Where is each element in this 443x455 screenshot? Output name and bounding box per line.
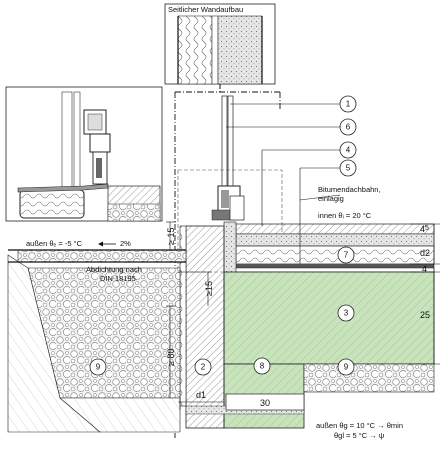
dim-thirty: 30 bbox=[260, 398, 270, 408]
inside-temp-label: innen θᵢ = 20 °C bbox=[318, 211, 372, 220]
window-inset bbox=[5, 86, 163, 222]
window-frame bbox=[211, 95, 245, 221]
callout-2: 2 bbox=[194, 358, 212, 376]
callout-7: 7 bbox=[337, 246, 355, 264]
right-dimensions bbox=[410, 223, 440, 365]
bitumen-label: Bitumendachbahn, bbox=[318, 185, 381, 194]
callout-9-right: 9 bbox=[337, 358, 355, 376]
dim-d2: d2 bbox=[420, 248, 430, 258]
seal-label-2: DIN 18195 bbox=[100, 274, 136, 283]
edge-strip bbox=[223, 221, 237, 275]
svg-text:4: 4 bbox=[346, 146, 351, 155]
callout-6: 6 bbox=[339, 118, 357, 136]
callout-4: 4 bbox=[339, 141, 357, 159]
slope-label: 2% bbox=[120, 239, 131, 248]
dim-d1: d1 bbox=[196, 390, 206, 400]
callout-3: 3 bbox=[337, 304, 355, 322]
svg-text:2: 2 bbox=[201, 363, 206, 372]
callout-1: 1 bbox=[339, 95, 357, 113]
callout-5: 5 bbox=[339, 159, 357, 177]
bitumen-label-2: einlagig bbox=[318, 194, 344, 203]
seal-label: Abdichtung nach bbox=[86, 265, 142, 274]
svg-text:8: 8 bbox=[260, 362, 265, 371]
dim-ge15-b: ≥15 bbox=[204, 281, 214, 296]
wall-inset: Seitlicher Wandaufbau bbox=[164, 3, 276, 94]
svg-text:5: 5 bbox=[346, 164, 351, 173]
left-dimensions bbox=[166, 221, 224, 410]
svg-text:1: 1 bbox=[346, 100, 351, 109]
svg-text:3: 3 bbox=[344, 309, 349, 318]
dim-four-top: 4 bbox=[420, 224, 425, 234]
dim-ge15-a: ≥ 15 bbox=[166, 228, 176, 245]
footer-line-2: θgl = 5 °C → ψ bbox=[334, 431, 384, 440]
callout-8: 8 bbox=[253, 357, 271, 375]
svg-text:9: 9 bbox=[344, 363, 349, 372]
inset-title: Seitlicher Wandaufbau bbox=[168, 5, 243, 14]
slope-arrow-head bbox=[98, 241, 103, 247]
callout-9-left: 9 bbox=[89, 358, 107, 376]
svg-text:6: 6 bbox=[346, 123, 351, 132]
outside-temp-label: außen θₑ = -5 °C bbox=[26, 239, 83, 248]
leader-lines bbox=[226, 103, 341, 264]
svg-text:7: 7 bbox=[344, 251, 349, 260]
dim-four-bottom: 4 bbox=[422, 264, 427, 274]
dim-ge80: ≥ 80 bbox=[166, 349, 176, 366]
floor-buildup bbox=[223, 223, 435, 273]
svg-text:9: 9 bbox=[96, 363, 101, 372]
dim-thirty-box bbox=[225, 393, 305, 411]
dim-twentyfive: 25 bbox=[420, 310, 430, 320]
dim-five: 5 bbox=[425, 225, 429, 232]
footer-line-1: außen θg = 10 °C → θmin bbox=[316, 421, 403, 430]
